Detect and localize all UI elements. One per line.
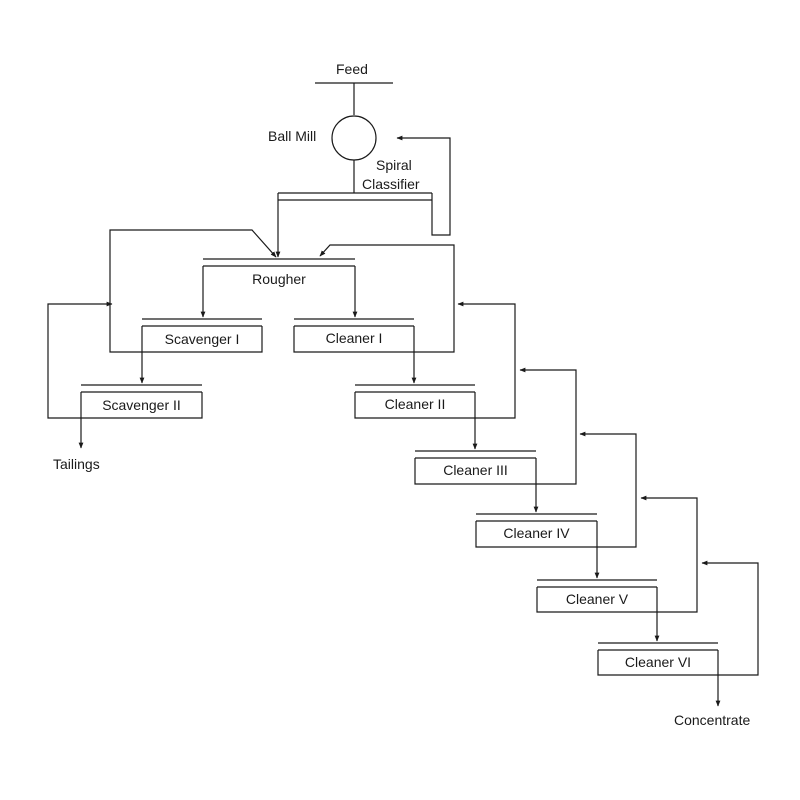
cleaner4-return-line [579,431,637,548]
scavenger1-return-line [109,229,277,353]
cleaner4-box [475,521,598,548]
cleaner-1-label: Cleaner I [325,330,383,346]
scavenger2-return-line [47,301,113,419]
cleaner5-return-line [640,495,698,613]
scavenger-1-label: Scavenger I [164,331,240,347]
concentrate-label: Concentrate [674,712,751,728]
cleaner-5-label: Cleaner V [565,591,629,607]
rougher-label: Rougher [252,271,306,287]
cleaner6-box [597,650,719,676]
cleaner-6-label: Cleaner VI [624,654,692,670]
tailings-label: Tailings [53,456,100,472]
cleaner-2-label: Cleaner II [384,396,446,412]
cleaner1-box [293,326,415,353]
cleaner3-box [414,458,537,485]
scavenger-2-label: Scavenger II [102,397,181,413]
cleaner2-return-line [457,301,516,419]
cleaner1-return-line [319,244,455,353]
cleaner3-return-line [519,367,577,485]
cleaner-4-label: Cleaner IV [503,525,570,541]
feed-label: Feed [336,61,368,77]
ball-mill-label: Ball Mill [268,128,317,144]
ball-mill-circle [331,115,377,161]
scavenger2-box [80,392,203,419]
classifier-label: Classifier [362,176,420,192]
cleaner2-box [354,392,476,419]
cleaner6-return-line [701,560,759,676]
scavenger1-box [141,326,263,353]
cleaner-3-label: Cleaner III [443,462,508,478]
cleaner5-box [536,587,658,613]
spiral-label: Spiral [376,157,412,173]
classifier-return-line [396,135,451,236]
